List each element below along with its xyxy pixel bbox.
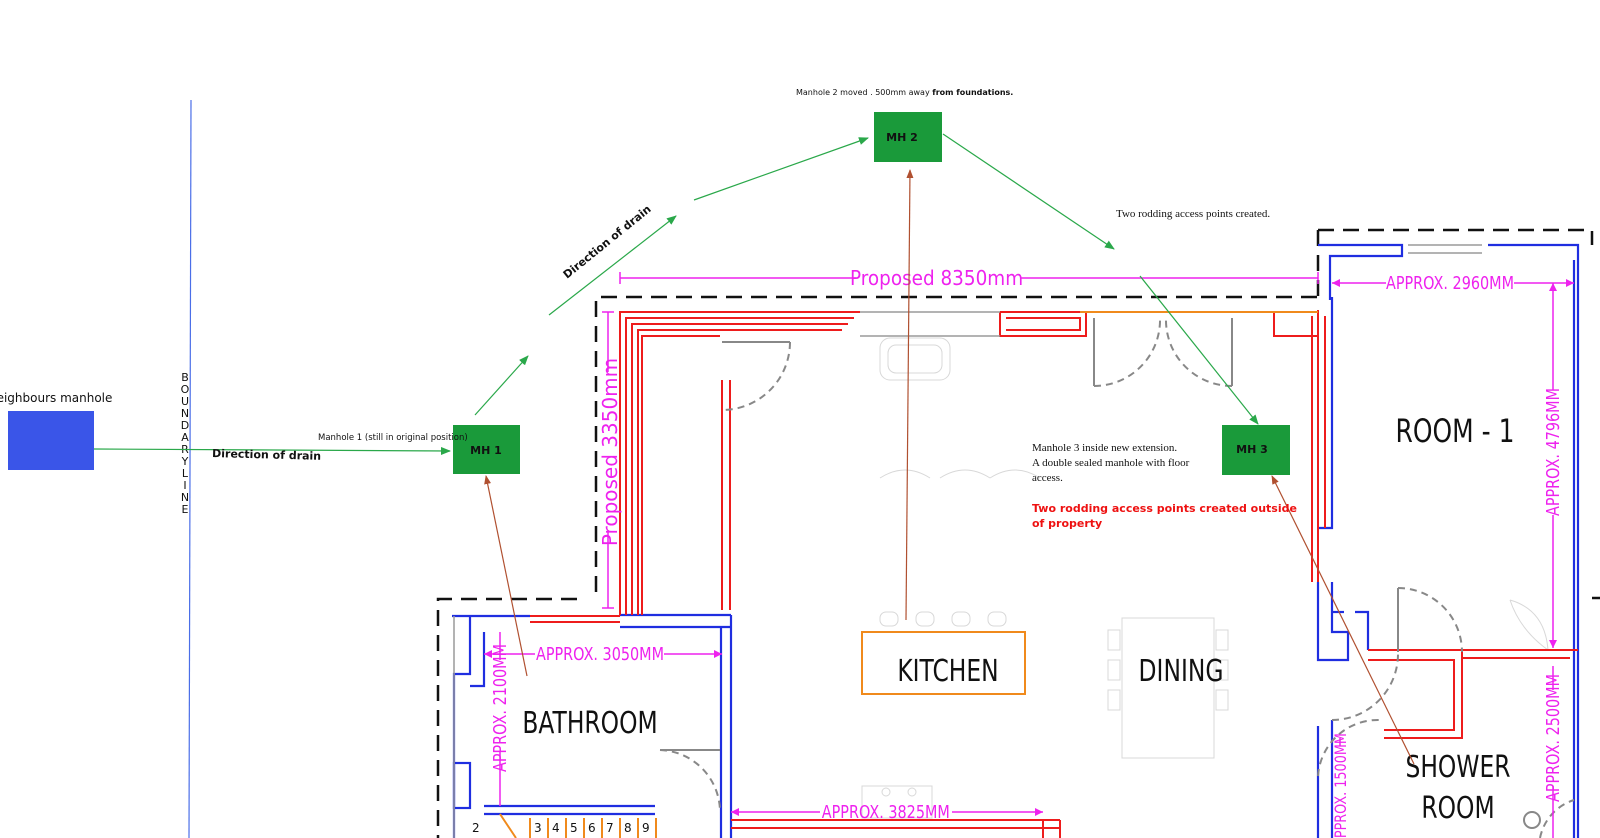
manhole-1: MH 1 [453,425,520,474]
svg-text:B: B [181,371,189,384]
faint-fixtures [861,337,1549,819]
outside-rodding-line2: of property [1032,517,1102,530]
boundary-line [188,99,192,838]
room-dining: DINING [1139,654,1224,689]
room-labels: KITCHEN DINING BATHROOM ROOM - 1 SHOWER … [522,412,1514,826]
room1-depth-label: APPROX. 4796MM [1542,388,1563,516]
svg-text:8: 8 [624,821,632,835]
direction-of-drain-lower: Direction of drain [212,447,321,463]
svg-text:D: D [181,419,189,432]
manhole-3-label: MH 3 [1236,443,1268,456]
manhole-2-note: Manhole 2 moved . 500mm away from founda… [796,88,1013,97]
room-shower-line2: ROOM [1421,791,1494,826]
proposed-extension-outline [436,228,1600,838]
shower-depth-label: APPROX. 2500MM [1542,674,1563,802]
drain-arrow-2 [548,215,677,316]
svg-text:I: I [183,479,186,492]
drain-arrow-5 [1139,275,1259,425]
svg-text:U: U [181,395,189,408]
neighbours-manhole [8,411,94,470]
pointer-lines [484,169,1415,765]
proposed-width-label: Proposed 8350mm [850,266,1023,290]
bathroom-depth-label: APPROX. 2100MM [489,644,510,772]
svg-text:N: N [181,491,189,504]
room-kitchen: KITCHEN [897,654,998,689]
manhole-1-label: MH 1 [470,444,502,457]
drain-arrow-3 [693,137,869,201]
dimension-lines [484,272,1574,838]
door-swings [659,317,1575,838]
svg-text:E: E [182,503,189,516]
kitchen-width-label: APPROX. 3825MM [822,801,950,822]
manhole-2: MH 2 [874,112,942,162]
kitchen-island [861,631,1026,695]
room-bathroom: BATHROOM [522,706,657,741]
svg-text:3: 3 [534,821,542,835]
svg-text:N: N [181,407,189,420]
bathroom-width-label: APPROX. 3050MM [536,643,664,664]
drain-arrow-neighbour-mh1 [93,446,451,455]
stairs [499,813,657,838]
svg-text:O: O [181,383,190,396]
svg-text:Y: Y [181,455,189,468]
neighbours-manhole-label: Neighbours manhole [0,391,112,405]
dimension-ticks [484,279,1574,816]
svg-text:9: 9 [642,821,650,835]
shower-small-label: APPROX. 1500MM [1333,733,1351,838]
manhole-3-note-line2: A double sealed manhole with floor [1032,457,1190,469]
room-1: ROOM - 1 [1396,412,1515,450]
new-walls [530,310,1578,838]
manhole-2-label: MH 2 [886,131,918,144]
svg-text:A: A [181,431,189,444]
manhole-3-note-line1: Manhole 3 inside new extension. [1032,442,1177,454]
drain-arrow-1 [474,355,529,416]
svg-text:L: L [182,467,189,480]
pointer-mh1 [484,475,528,677]
svg-text:5: 5 [570,821,578,835]
drain-arrow-4 [942,133,1115,250]
manhole-3-note-line3: access. [1032,472,1063,484]
svg-text:6: 6 [588,821,596,835]
rodding-note: Two rodding access points created. [1116,208,1270,220]
outside-rodding-line1: Two rodding access points created outsid… [1032,502,1297,515]
room-shower-line1: SHOWER [1405,750,1510,785]
proposed-depth-label: Proposed 3350mm [598,358,622,546]
svg-text:2: 2 [472,821,480,835]
manhole-3: MH 3 [1222,425,1290,475]
room1-width-label: APPROX. 2960MM [1386,272,1514,293]
pointer-mh3 [1271,475,1415,765]
boundary-label: B O U N D A R Y L I N E [181,371,190,516]
manhole-1-note: Manhole 1 (still in original position) [318,433,468,443]
svg-text:7: 7 [606,821,614,835]
annotations: Direction of drain Direction of drain Ma… [212,88,1297,530]
window-frames [453,244,1482,838]
pointer-mh2 [905,169,914,621]
dimension-labels: Proposed 8350mm Proposed 3350mm APPROX. … [489,266,1563,838]
svg-text:4: 4 [552,821,560,835]
stair-numbers: 2 3 4 5 6 7 8 9 [472,821,650,835]
drain-flow-arrows [93,133,1259,455]
